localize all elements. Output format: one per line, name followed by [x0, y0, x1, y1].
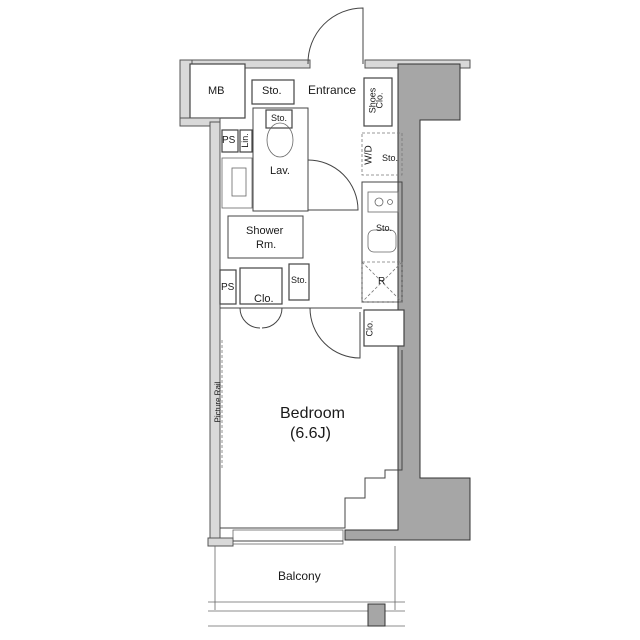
label-ps-top: PS — [222, 135, 236, 146]
label-sto-wd: Sto. — [382, 153, 399, 163]
label-shoes-clo: Clo. — [374, 92, 385, 109]
fridge-area — [361, 261, 403, 303]
label-picture-rail: Picture Rail — [213, 381, 223, 423]
label-mb: MB — [208, 85, 225, 97]
sink-icon — [231, 167, 247, 197]
fridge-cross — [361, 261, 403, 303]
clo-left-box — [239, 267, 283, 305]
label-lin: Lin. — [239, 133, 250, 148]
bedroom-door-swing — [309, 307, 361, 359]
stove-icon — [367, 191, 399, 213]
burner-icon — [374, 197, 384, 207]
shoes-clo-box — [363, 77, 393, 127]
vanity — [221, 157, 253, 209]
label-sto-entrance: Sto. — [262, 85, 282, 97]
sto-entrance-box — [251, 79, 295, 105]
bedroom-outline — [220, 350, 403, 529]
clo-right-box — [363, 309, 405, 347]
label-sto-hall: Sto. — [291, 275, 308, 285]
clo-left-doors — [239, 307, 283, 329]
window-frame — [232, 529, 344, 545]
label-ps-bottom: PS — [221, 282, 235, 293]
label-balcony: Balcony — [278, 569, 321, 583]
bottom-wall-left — [207, 537, 234, 547]
label-entrance: Entrance — [308, 83, 357, 97]
label-bedroom: Bedroom — [280, 405, 345, 422]
label-shower: Shower — [246, 225, 284, 237]
label-clo-left: Clo. — [254, 293, 274, 305]
label-clo-right: Clo. — [364, 320, 375, 337]
shower-room — [227, 215, 304, 259]
burner-small-icon — [387, 199, 393, 205]
left-wall — [209, 121, 221, 541]
wd-area — [361, 132, 403, 176]
entrance-door-swing — [307, 7, 364, 65]
ps-top-box — [221, 129, 239, 153]
sto-lav-box — [265, 109, 293, 129]
label-sto-kitchen: Sto. — [376, 223, 393, 233]
sto-hall-box — [288, 263, 310, 301]
kitchen-sink-icon — [367, 229, 397, 253]
lin-box — [239, 129, 253, 153]
structural-column — [344, 63, 471, 541]
label-wd: W/D — [363, 145, 375, 165]
label-shower-rm: Rm. — [256, 239, 277, 251]
label-fridge: R — [378, 276, 386, 287]
label-bedroom-size: (6.6J) — [290, 425, 331, 442]
lav-door-swing — [307, 159, 359, 211]
ps-bottom-box — [219, 269, 237, 305]
balcony-drain-box — [367, 603, 386, 627]
mb-room — [189, 63, 246, 119]
label-lav: Lav. — [270, 165, 290, 177]
label-sto-lav: Sto. — [271, 113, 288, 123]
toilet-icon — [266, 122, 294, 158]
